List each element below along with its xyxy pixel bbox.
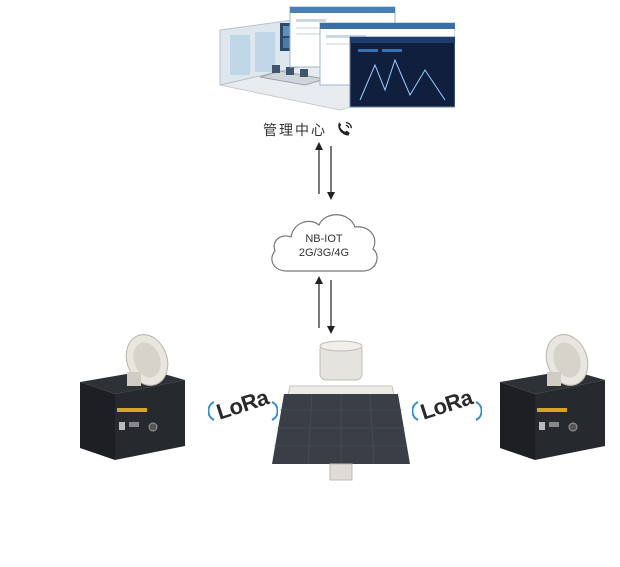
network-label: NB-IOT 2G/3G/4G <box>283 232 365 260</box>
wifi-wave-icon <box>208 401 278 421</box>
management-center-label-row: 管理中心 <box>263 118 373 142</box>
lora-logo-left: LoRa <box>208 384 278 428</box>
phone-icon <box>338 122 352 136</box>
solar-sensor-device <box>272 340 410 481</box>
lora-logo-right: LoRa <box>412 384 482 428</box>
wifi-wave-icon <box>412 401 482 421</box>
arrows-cloud-device <box>315 276 335 334</box>
gateway-device-left <box>80 334 185 460</box>
cloud-icon <box>271 214 378 272</box>
arrows-center-cloud <box>315 142 335 200</box>
management-center-label: 管理中心 <box>263 123 327 139</box>
network-line-1: NB-IOT <box>305 233 343 245</box>
management-center-illustration <box>219 6 455 111</box>
gateway-device-right <box>500 334 605 460</box>
network-line-2: 2G/3G/4G <box>298 247 350 259</box>
